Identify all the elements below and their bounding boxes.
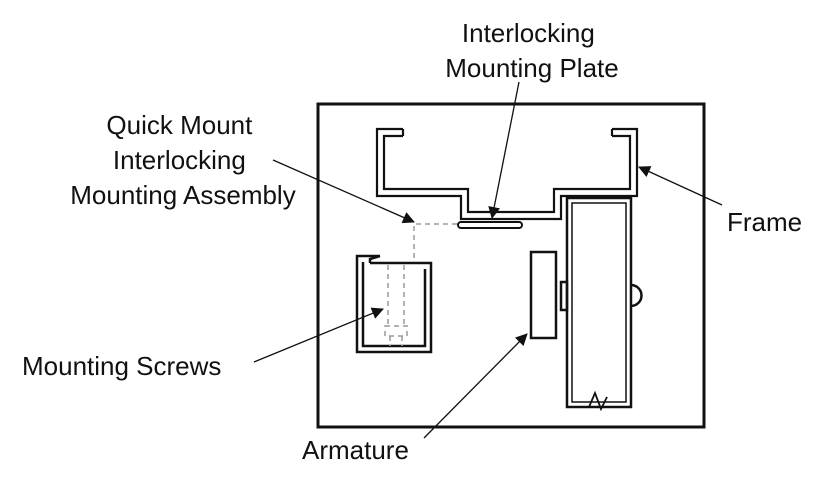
quick-mount-hidden-lines <box>413 223 458 258</box>
frame-channel <box>375 127 639 221</box>
label-quick-mount: Quick Mount Interlocking Mounting Assemb… <box>70 110 295 210</box>
mounting-bracket <box>355 254 433 354</box>
label-mounting-plate: Interlocking Mounting Plate <box>445 18 618 83</box>
interlocking-mounting-plate <box>457 221 523 229</box>
leader-mounting-screws <box>253 307 384 363</box>
leader-lines <box>253 81 723 439</box>
outer-boundary <box>316 102 706 429</box>
label-frame: Frame <box>727 207 802 237</box>
magnet-body <box>559 196 643 412</box>
leader-mounting-plate <box>488 81 520 219</box>
leader-frame <box>638 166 723 206</box>
leader-armature <box>423 333 528 439</box>
armature <box>529 250 558 340</box>
label-armature: Armature <box>302 435 409 465</box>
mounting-screws-hidden <box>384 265 408 346</box>
leader-quick-mount <box>272 159 415 224</box>
label-mounting-screws: Mounting Screws <box>22 351 221 381</box>
